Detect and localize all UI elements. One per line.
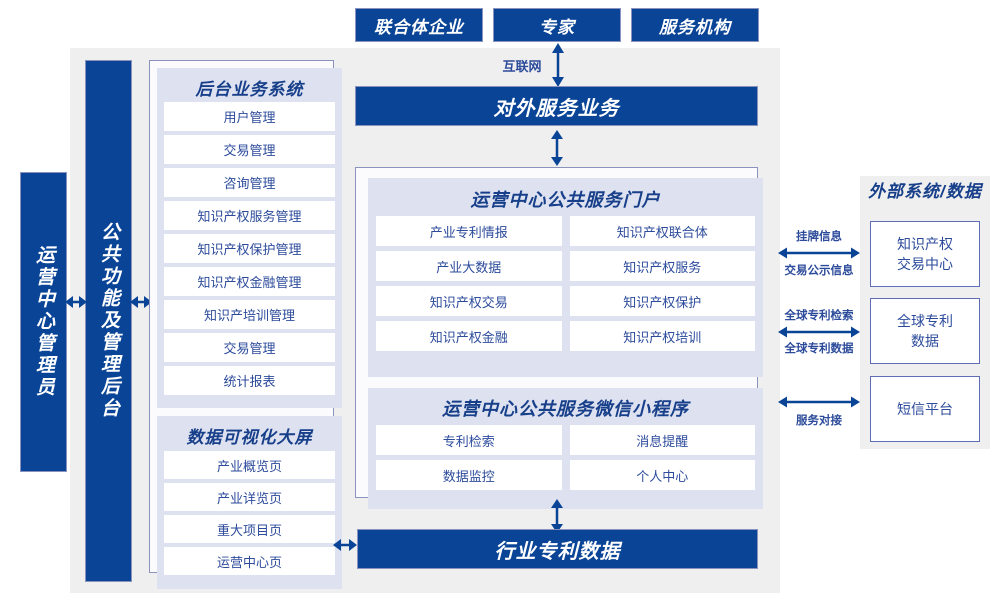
actor-label: 联合体企业	[374, 17, 464, 37]
dataviz-group: 数据可视化大屏 产业概览页 产业详览页 重大项目页 运营中心页	[157, 416, 342, 589]
backoffice-item[interactable]: 交易管理	[164, 135, 335, 164]
portal-item[interactable]: 知识产权保护	[569, 286, 755, 316]
backoffice-item[interactable]: 咨询管理	[164, 168, 335, 197]
dataviz-item[interactable]: 产业详览页	[164, 483, 335, 511]
dataviz-item[interactable]: 产业概览页	[164, 451, 335, 479]
global-patent-connector-arrow-icon	[778, 324, 860, 340]
portal-group: 运营中心公共服务门户 产业专利情报 知识产权联合体 产业大数据 知识产权服务 知…	[368, 178, 763, 377]
backoffice-item[interactable]: 知识产培训管理	[164, 300, 335, 329]
miniprogram-item[interactable]: 消息提醒	[569, 425, 755, 455]
left-column-common-admin[interactable]: 公共功能及管理后台	[85, 60, 132, 582]
backoffice-item[interactable]: 交易管理	[164, 333, 335, 362]
dataviz-title: 数据可视化大屏	[186, 428, 313, 447]
backoffice-patent-arrow-icon	[333, 536, 357, 554]
portal-item[interactable]: 知识产权培训	[569, 321, 755, 351]
external-system-global-patent[interactable]: 全球专利 数据	[870, 298, 980, 364]
miniprogram-group: 运营中心公共服务微信小程序 专利检索 消息提醒 数据监控 个人中心	[368, 388, 763, 509]
connector-label-global-patent-search: 全球专利检索	[784, 310, 854, 322]
backoffice-item[interactable]: 知识产权金融管理	[164, 267, 335, 296]
external-system-label-line2: 交易中心	[897, 256, 953, 272]
ip-exchange-connector-arrow-icon	[778, 245, 860, 261]
internet-arrow-icon	[548, 43, 568, 87]
connector-label-listing-info: 挂牌信息	[796, 231, 842, 243]
actor-box-expert[interactable]: 专家	[493, 8, 621, 42]
left-column-operator[interactable]: 运营中心管理员	[20, 172, 67, 472]
backoffice-panel: 后台业务系统 用户管理 交易管理 咨询管理 知识产权服务管理 知识产权保护管理 …	[149, 60, 342, 589]
dataviz-item[interactable]: 运营中心页	[164, 547, 335, 575]
portal-item[interactable]: 知识产权交易	[376, 286, 562, 316]
actor-box-service-org[interactable]: 服务机构	[631, 8, 759, 42]
external-system-label-line1: 全球专利	[897, 312, 953, 329]
portal-item[interactable]: 产业专利情报	[376, 216, 562, 246]
industry-patent-label: 行业专利数据	[494, 540, 621, 563]
left-column-label: 公共功能及管理后台	[98, 222, 119, 420]
external-system-ip-exchange[interactable]: 知识产权 交易中心	[870, 221, 980, 287]
portal-item[interactable]: 知识产权金融	[376, 321, 562, 351]
backoffice-group: 后台业务系统 用户管理 交易管理 咨询管理 知识产权服务管理 知识产权保护管理 …	[157, 68, 342, 408]
admin-backoffice-arrow-icon	[130, 293, 152, 311]
actor-label: 服务机构	[659, 17, 731, 37]
left-column-label: 运营中心管理员	[33, 245, 54, 399]
service-to-panel-arrow-icon	[547, 130, 567, 166]
backoffice-item[interactable]: 知识产权保护管理	[164, 234, 335, 263]
connector-label-service-docking: 服务对接	[796, 415, 842, 427]
actor-box-consortium[interactable]: 联合体企业	[355, 8, 483, 42]
external-system-label-line1: 知识产权	[897, 235, 953, 252]
portal-item[interactable]: 知识产权服务	[569, 251, 755, 281]
panel-to-patent-arrow-icon	[547, 499, 567, 533]
backoffice-item[interactable]: 知识产权服务管理	[164, 201, 335, 230]
external-systems-title: 外部系统/数据	[868, 182, 982, 201]
portal-item[interactable]: 知识产权联合体	[569, 216, 755, 246]
external-system-label-line2: 数据	[911, 333, 939, 349]
backoffice-title: 后台业务系统	[195, 79, 304, 99]
internet-label: 互联网	[502, 59, 542, 74]
external-service-label: 对外服务业务	[493, 97, 620, 120]
connector-label-trade-public-info: 交易公示信息	[784, 265, 854, 277]
external-system-label-line1: 短信平台	[897, 400, 953, 417]
operator-admin-arrow-icon	[65, 293, 87, 311]
connector-label-global-patent-data: 全球专利数据	[784, 343, 854, 355]
industry-patent-bar[interactable]: 行业专利数据	[357, 529, 758, 569]
sms-connector-arrow-icon	[778, 394, 860, 410]
miniprogram-item[interactable]: 数据监控	[376, 460, 562, 490]
center-services-panel: 运营中心公共服务门户 产业专利情报 知识产权联合体 产业大数据 知识产权服务 知…	[355, 167, 763, 509]
miniprogram-item[interactable]: 个人中心	[569, 460, 755, 490]
backoffice-item[interactable]: 统计报表	[164, 366, 335, 395]
dataviz-item[interactable]: 重大项目页	[164, 515, 335, 543]
external-system-sms-platform[interactable]: 短信平台	[870, 376, 980, 442]
external-service-bar[interactable]: 对外服务业务	[355, 86, 758, 126]
portal-item[interactable]: 产业大数据	[376, 251, 562, 281]
backoffice-item[interactable]: 用户管理	[164, 102, 335, 131]
miniprogram-title: 运营中心公共服务微信小程序	[442, 399, 689, 419]
portal-title: 运营中心公共服务门户	[470, 189, 661, 210]
miniprogram-item[interactable]: 专利检索	[376, 425, 562, 455]
actor-label: 专家	[539, 17, 575, 37]
